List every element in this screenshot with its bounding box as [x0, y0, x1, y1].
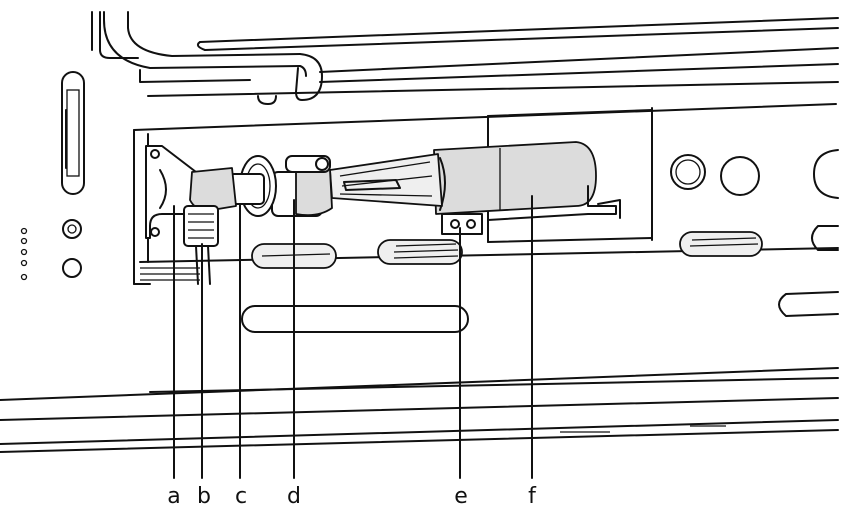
- callout-label-c: c: [235, 484, 247, 507]
- indicator-dots: [20, 227, 28, 281]
- tube-holder-f: [433, 141, 621, 221]
- oval-slots: [241, 225, 839, 333]
- upper-frame: [91, 11, 839, 105]
- bottom-rails: [0, 367, 839, 453]
- callout-labels: a b c d e f: [167, 484, 537, 509]
- nozzle-d: [271, 153, 443, 217]
- round-hole: [62, 258, 82, 278]
- left-panel: [20, 71, 85, 281]
- callout-label-f: f: [528, 484, 537, 507]
- callout-label-b: b: [197, 484, 211, 507]
- callout-label-e: e: [454, 484, 468, 507]
- clamp-bracket-e: [441, 213, 483, 235]
- callout-label-a: a: [167, 484, 180, 507]
- screw-head: [62, 219, 82, 239]
- callout-label-d: d: [287, 484, 301, 507]
- elbow-fitting-b: [183, 167, 237, 285]
- leader-lines: [173, 195, 533, 479]
- wall-holes: [670, 149, 839, 199]
- coupling-c: [229, 155, 277, 217]
